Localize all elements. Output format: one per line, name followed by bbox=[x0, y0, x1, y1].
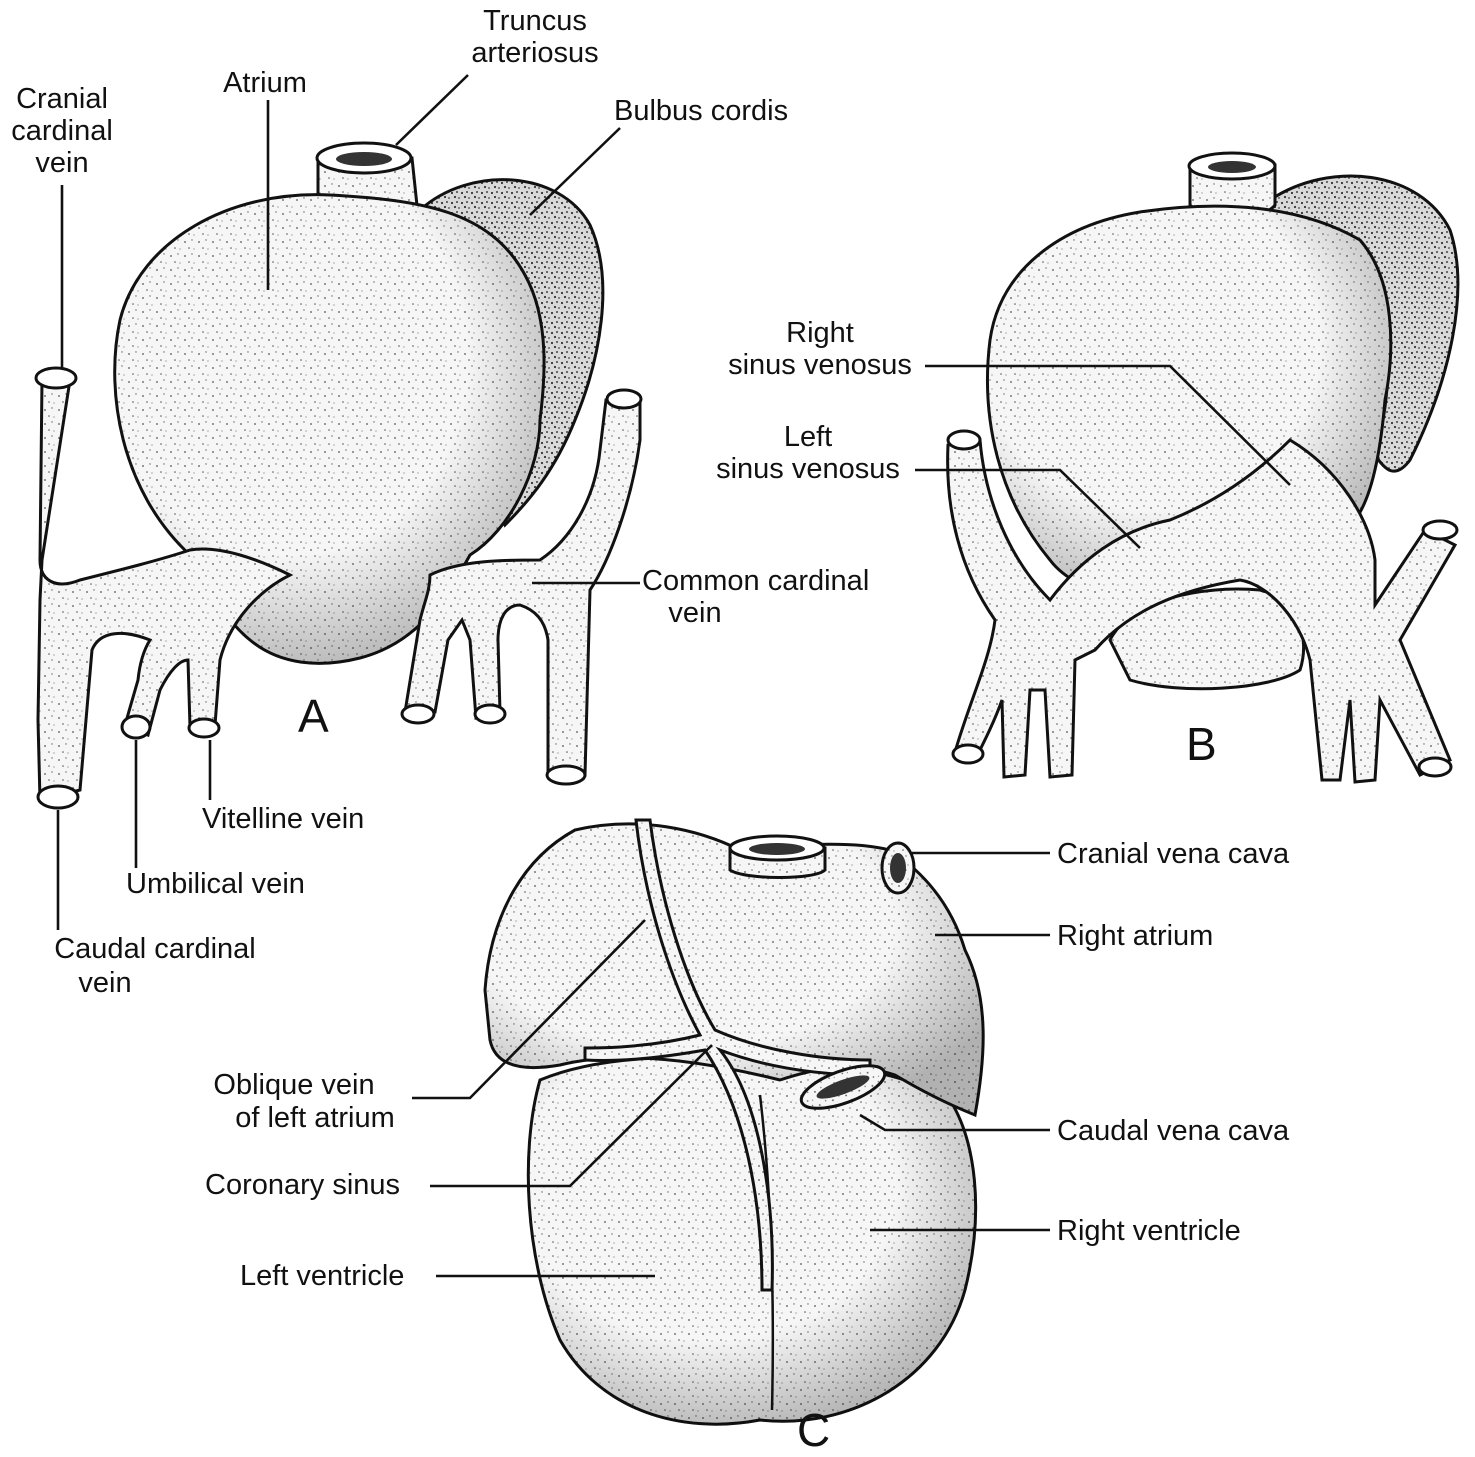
label-cranial-cardinal-2: cardinal bbox=[11, 115, 113, 147]
label-left-sinus-2: sinus venosus bbox=[716, 453, 900, 485]
label-oblique-1: Oblique vein bbox=[213, 1069, 374, 1101]
aorta-c-lumen-inner bbox=[749, 843, 805, 855]
label-atrium: Atrium bbox=[223, 67, 307, 99]
cranial-cardinal-lumen bbox=[36, 368, 76, 388]
label-right-sinus-1: Right bbox=[786, 317, 854, 349]
truncus-b-lumen-inner bbox=[1208, 161, 1256, 173]
label-right-sinus-2: sinus venosus bbox=[728, 349, 912, 381]
label-right-ventricle: Right ventricle bbox=[1057, 1215, 1241, 1247]
label-left-ventricle: Left ventricle bbox=[240, 1260, 404, 1292]
label-umbilical-vein: Umbilical vein bbox=[126, 868, 305, 900]
label-caudal-cardinal-2: vein bbox=[78, 967, 131, 999]
caudal-cardinal-lumen bbox=[38, 786, 78, 808]
label-right-atrium: Right atrium bbox=[1057, 920, 1213, 952]
panel-b: Right sinus venosus Left sinus venosus B bbox=[716, 153, 1458, 782]
b-caudal-right-lumen bbox=[1419, 758, 1451, 776]
panel-letter-b: B bbox=[1186, 718, 1217, 770]
label-coronary-sinus: Coronary sinus bbox=[205, 1169, 400, 1201]
label-cranial-cardinal-3: vein bbox=[35, 147, 88, 179]
label-common-cardinal-1: Common cardinal bbox=[642, 565, 869, 597]
label-caudal-cardinal-1: Caudal cardinal bbox=[54, 933, 256, 965]
leader-truncus bbox=[396, 75, 468, 145]
panel-letter-a: A bbox=[298, 690, 329, 742]
b-cranial-left-lumen bbox=[948, 431, 980, 449]
panel-letter-c: C bbox=[797, 1404, 830, 1452]
right-cranial-cardinal-lumen bbox=[607, 390, 641, 408]
cranial-vena-cava-lumen bbox=[890, 853, 906, 883]
panel-c: Cranial vena cava Right atrium Oblique v… bbox=[205, 820, 1290, 1452]
label-common-cardinal-2: vein bbox=[668, 597, 721, 629]
label-caudal-vena-cava: Caudal vena cava bbox=[1057, 1115, 1290, 1147]
label-truncus-1: Truncus bbox=[483, 5, 587, 37]
right-umbilical-lumen bbox=[402, 705, 434, 723]
b-cranial-right-lumen bbox=[1423, 521, 1457, 539]
b-caudal-left-lumen bbox=[953, 745, 983, 763]
truncus-lumen-inner bbox=[336, 152, 392, 166]
label-cranial-cardinal-1: Cranial bbox=[16, 83, 108, 115]
right-caudal-cardinal-lumen bbox=[547, 766, 585, 784]
label-cranial-vena-cava: Cranial vena cava bbox=[1057, 838, 1290, 870]
leader-bulbus bbox=[530, 128, 620, 215]
label-oblique-2: of left atrium bbox=[235, 1102, 395, 1134]
vitelline-lumen-a bbox=[189, 719, 219, 737]
umbilical-lumen-a bbox=[122, 716, 150, 738]
label-left-sinus-1: Left bbox=[784, 421, 832, 453]
label-truncus-2: arteriosus bbox=[471, 37, 598, 69]
right-vitelline-lumen bbox=[475, 705, 505, 723]
label-bulbus-cordis: Bulbus cordis bbox=[614, 95, 788, 127]
label-vitelline-vein: Vitelline vein bbox=[202, 803, 364, 835]
